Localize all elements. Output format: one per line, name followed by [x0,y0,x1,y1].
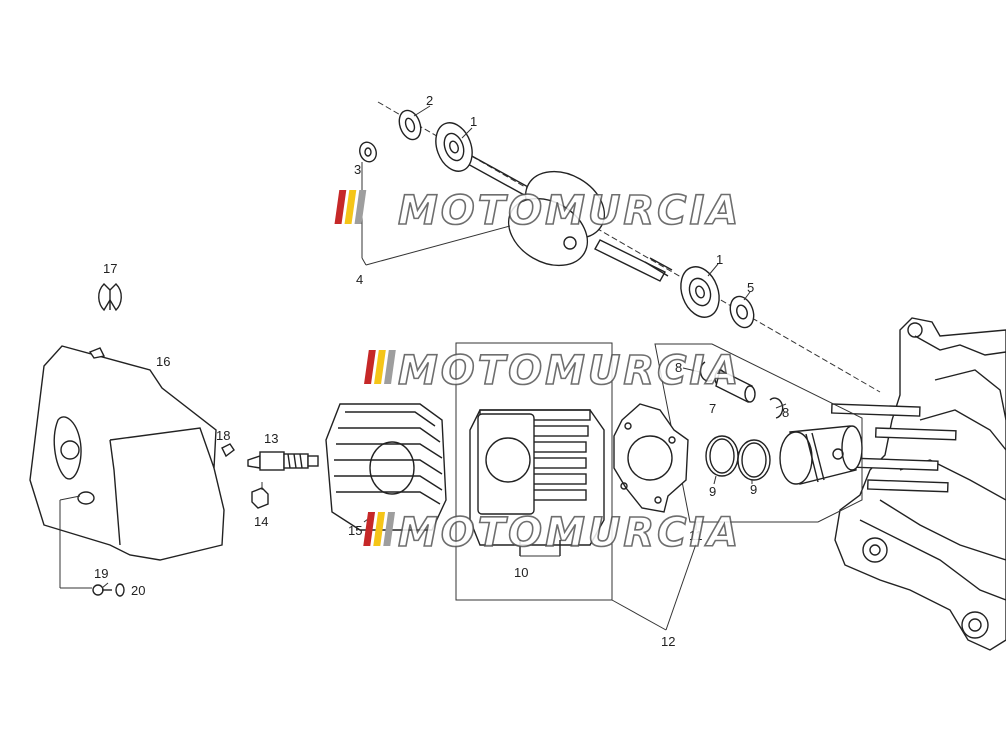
callout-20: 20 [131,583,145,598]
seal-5 [729,295,755,329]
piston-ring-9-right [737,439,771,481]
crankcase [830,317,1006,651]
dowel-pins-10 [519,540,561,557]
clip-17 [98,283,122,312]
callout-16: 16 [156,354,170,369]
watermark-bottom: MOTOMURCIA [363,509,741,557]
callout-3: 3 [354,162,361,177]
bearing-1-right [680,266,720,318]
cylinder-gasket [613,403,689,513]
screw-19 [92,584,112,596]
callout-2: 2 [426,93,433,108]
piston-ring-9-left [705,435,739,477]
callout-1: 1 [470,114,477,129]
circlip-8-left [699,361,713,382]
callout-8-right: 8 [782,405,789,420]
bearing-1-left [435,122,473,172]
callout-9-right: 9 [750,482,757,497]
shroud-cover-16 [29,345,225,561]
nut-14 [251,487,269,509]
watermark-middle: MOTOMURCIA [364,347,741,395]
callout-13: 13 [264,431,278,446]
piston-pin-7 [714,368,756,404]
watermark-text: MOTOMURCIA [398,348,741,394]
callout-1-right: 1 [716,252,723,267]
crankshaft-assembly [377,101,881,393]
watermark-stripes [364,350,396,384]
watermark-text: MOTOMURCIA [398,510,741,556]
callout-19: 19 [94,566,108,581]
callout-10: 10 [514,565,528,580]
bearing-2 [398,109,422,141]
nut-18 [221,443,235,458]
callout-14: 14 [254,514,268,529]
spark-plug-13 [247,451,319,471]
callout-labels: 1 2 3 4 1 5 8 7 8 9 9 11 10 12 13 14 15 … [94,93,789,649]
callout-8-left: 8 [675,360,682,375]
callout-17: 17 [103,261,117,276]
watermark-stripes [334,190,367,224]
watermark-stripes [363,512,396,546]
callout-12: 12 [661,634,675,649]
callout-4: 4 [356,272,363,287]
piston [779,425,863,485]
callout-15: 15 [348,523,362,538]
piston-kit-outline [654,343,863,523]
callout-5: 5 [747,280,754,295]
callout-7: 7 [709,401,716,416]
watermark-text: MOTOMURCIA [398,188,741,234]
cylinder [469,409,605,546]
callout-18: 18 [216,428,230,443]
callout-11: 11 [689,528,703,543]
circlip-8-right [769,397,784,419]
seal-3 [359,141,377,163]
cylinder-head-15 [325,403,447,531]
callout-9-left: 9 [709,484,716,499]
washer-20 [115,583,125,597]
leader-lines-lower [59,367,787,631]
watermark-top: MOTOMURCIA [334,187,741,235]
